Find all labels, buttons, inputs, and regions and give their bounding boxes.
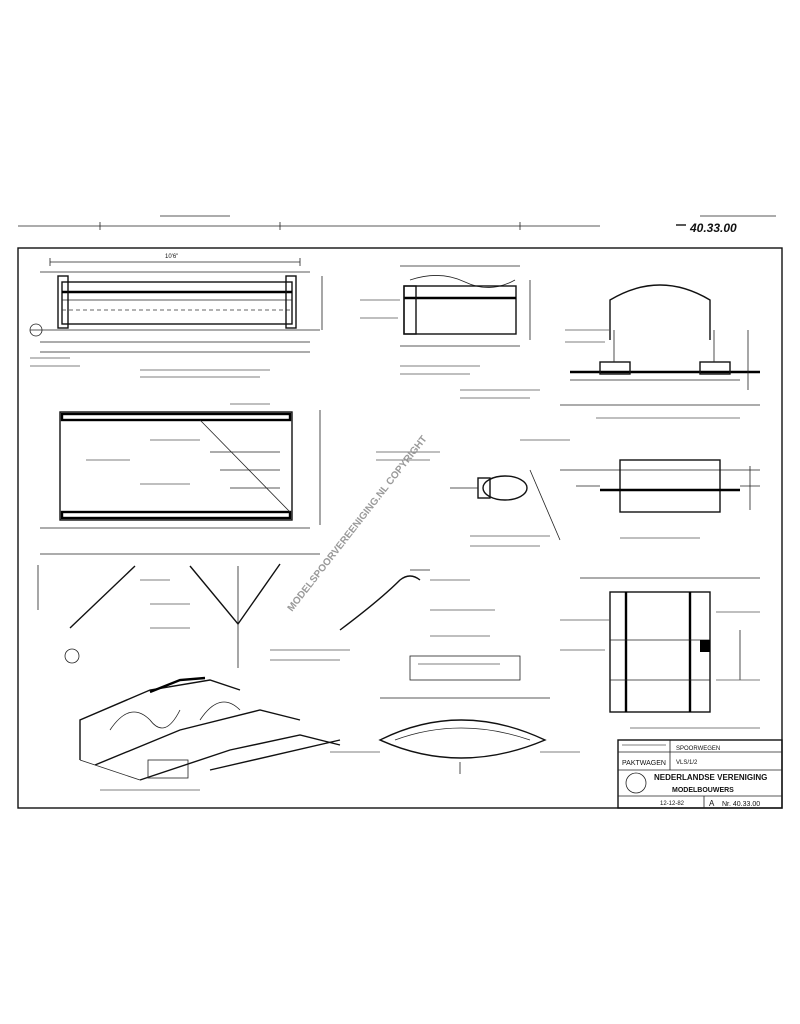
title-block: PAKTWAGEN SPOORWEGEN VLS/1/2 NEDERLANDSE… [617, 739, 783, 809]
title-line-2: VLS/1/2 [676, 760, 698, 766]
hinge-detail-view [339, 569, 521, 681]
side-elevation-view: 10'6" [29, 254, 323, 378]
axle-detail-view [560, 459, 760, 539]
organisation-name-2: MODELBOUWERS [672, 787, 734, 794]
organisation-name-1: NEDERLANDSE VERENIGING [654, 773, 767, 782]
sheet-frame [17, 247, 783, 809]
copyright-watermark: MODELSPOORVEREENIGING.NL COPYRIGHT [286, 434, 430, 614]
svg-text:MODELSPOORVEREENIGING.NL COPYR: MODELSPOORVEREENIGING.NL COPYRIGHT [286, 434, 430, 614]
tarpaulin-section-view [330, 697, 580, 774]
sheet-number: Nr. 40.33.00 [722, 801, 760, 808]
top-margin-marks: 40.33.00 [18, 215, 776, 235]
reference-number: 40.33.00 [689, 221, 737, 235]
plan-view [40, 403, 321, 529]
roof-detail-view [560, 284, 760, 419]
isometric-underframe-view [79, 676, 341, 791]
revision-letter: A [709, 799, 715, 808]
bracing-detail-view [37, 553, 350, 668]
end-elevation-view [360, 265, 540, 399]
organisation-seal [625, 772, 647, 794]
overall-length-dim: 10'6" [165, 254, 178, 260]
drawing-date: 12-12-82 [660, 801, 685, 807]
door-frame-view [560, 577, 760, 729]
drawing-type-label: PAKTWAGEN [622, 760, 666, 767]
buffer-detail-view [376, 439, 570, 547]
title-line-1: SPOORWEGEN [676, 746, 720, 752]
